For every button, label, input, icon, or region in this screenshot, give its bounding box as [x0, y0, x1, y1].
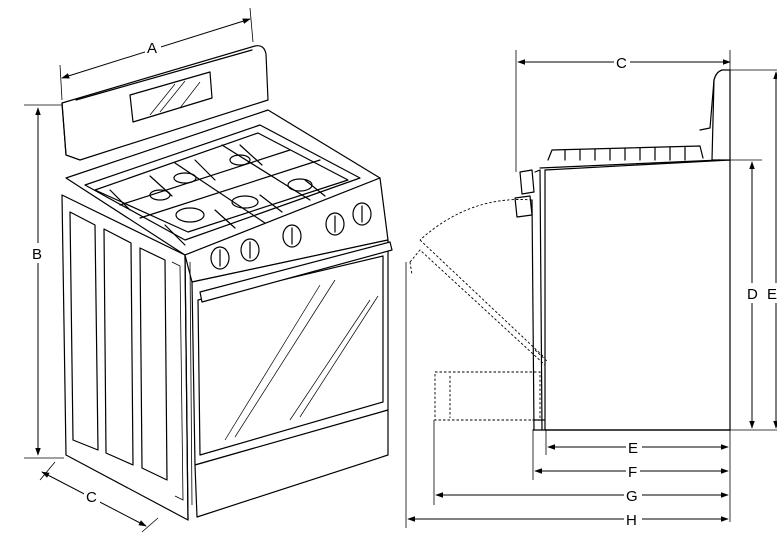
open-drawer-outline — [434, 371, 541, 421]
dimension-label-c-front: C — [86, 489, 97, 506]
dimension-label-g: G — [626, 488, 638, 505]
storage-drawer — [194, 409, 389, 518]
dimension-label-d: D — [747, 286, 758, 303]
dimension-e-vertical: E — [730, 69, 777, 431]
front-view-range: A B C — [24, 7, 393, 533]
side-backguard — [711, 69, 731, 161]
control-knobs — [210, 202, 372, 270]
side-body — [544, 159, 731, 431]
side-knob — [519, 169, 535, 195]
dimension-label-a: A — [147, 40, 157, 57]
dimension-c-front: C — [39, 461, 159, 533]
dimension-label-e: E — [628, 440, 638, 457]
side-grates — [547, 145, 704, 161]
oven-handle — [199, 241, 393, 303]
dimension-label-e-vertical: E — [767, 286, 777, 303]
dimension-label-h: H — [626, 512, 637, 529]
dimension-b: B — [24, 104, 64, 459]
dimension-e: E — [545, 430, 731, 522]
side-view-range: C D E E F — [405, 50, 777, 529]
burner-grates — [84, 124, 361, 246]
dimension-d: D — [730, 159, 762, 429]
control-display — [129, 71, 213, 123]
dimension-label-b: B — [32, 246, 42, 263]
dimension-h: H — [405, 262, 729, 529]
dimension-label-f: F — [628, 464, 637, 481]
dimension-g: G — [433, 420, 729, 505]
dimension-label-c-side: C — [616, 55, 627, 72]
dimension-c-side: C — [515, 50, 731, 172]
dimension-f: F — [532, 430, 729, 481]
dimension-a: A — [59, 7, 254, 101]
open-door-outline — [409, 199, 549, 366]
